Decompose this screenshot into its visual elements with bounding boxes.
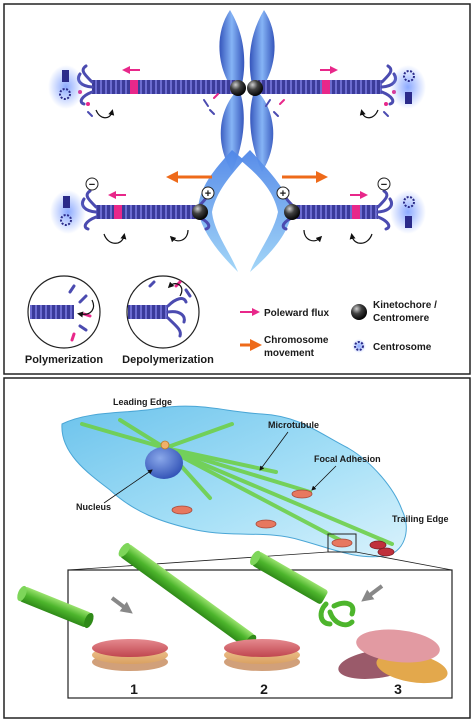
step1-microtubule [17,585,94,629]
label-focal-adhesion: Focal Adhesion [314,454,381,464]
legend-kinetochore-2: Centromere [373,313,430,324]
depolymerization-label: Depolymerization [122,354,214,366]
legend-chromosome-movement-1: Chromosome [264,335,329,346]
step2-focal-adhesion [224,639,300,671]
label-microtubule: Microtubule [268,420,319,430]
step2-number: 2 [260,681,268,697]
zoom-line-left [67,551,329,571]
step-3: 3 [250,550,448,697]
turnover-arrow-mid-right-2 [303,229,323,243]
flux-marker-right-2 [352,205,360,219]
polymerization-inset [27,275,101,349]
plus-symbol-left: + [205,188,211,200]
minus-symbol-right: − [381,179,387,191]
kinetochore-left-2 [192,204,208,220]
chromosome-left-arm [219,10,245,172]
legend-poleward-flux: Poleward flux [264,308,329,319]
centrosome-right-2 [390,190,426,234]
step3-frayed-end [318,600,356,628]
step1-direction-arrow [110,596,133,614]
separated-chromatid-right [240,150,292,272]
legend: Polymerization Depolymerization Poleward… [25,275,437,366]
step3-disassembling-adhesion [338,629,448,684]
label-trailing-edge: Trailing Edge [392,514,449,524]
pointer-focal-adhesion [311,465,337,491]
nucleus [145,447,183,479]
polymerization-label: Polymerization [25,354,104,366]
turnover-arrow-right-2 [349,233,373,244]
zoom-line-right [355,551,453,571]
legend-kinetochore-1: Kinetochore / [373,300,437,311]
plus-symbol-right: + [280,188,286,200]
kinetochore-left-1 [230,80,246,96]
metaphase-row [48,10,426,172]
cell-focal-adhesions [171,489,395,557]
kinetochore-right-2 [284,204,300,220]
centrosome-left-2 [50,190,86,234]
separated-chromatid-left [198,150,244,272]
anaphase-row: − − + + [50,150,426,272]
flux-marker-left-2 [114,205,122,219]
step1-focal-adhesion [92,639,168,671]
legend-centrosome: Centrosome [373,342,432,353]
microtubule-right-2 [294,205,378,219]
turnover-arrow-mid-left-2 [169,229,189,243]
legend-centrosome-icon [352,339,366,353]
step3-microtubule [250,550,328,604]
microtubule-left-1 [92,80,236,94]
kinetochore-right-1 [247,80,263,96]
pointer-nucleus [103,469,153,504]
cell-centrosome [160,440,170,450]
turnover-arrow-left-1 [95,109,115,119]
step-2: 2 [118,543,300,697]
chromosome-right-arm [249,10,275,172]
step1-number: 1 [130,681,138,697]
turnover-arrow-left-2 [103,233,127,244]
step-1: 1 [17,585,168,697]
step3-direction-arrow [361,584,384,602]
flux-marker-right-1 [322,80,330,94]
legend-chromosome-movement-2: movement [264,348,315,359]
polarity-symbols: − − + + [85,177,391,200]
label-leading-edge: Leading Edge [113,397,172,407]
zoom-box [327,533,357,553]
microtubule-left-2 [96,205,198,219]
label-nucleus: Nucleus [76,502,111,512]
minus-symbol-left: − [89,179,95,191]
microtubule-right-1 [258,80,382,94]
depolymerization-inset [126,275,200,349]
subunits-row1 [87,93,389,117]
step3-number: 3 [394,681,402,697]
mitosis-panel: − − + + [3,3,471,375]
centrosome-right-1 [390,65,426,109]
migration-panel: Leading Edge Microtubule Focal Adhesion … [3,377,471,719]
centrosome-left-1 [48,65,84,109]
legend-kinetochore-icon [351,304,367,320]
turnover-arrow-right-1 [359,109,379,119]
pointer-microtubule [259,431,289,471]
flux-marker-left-1 [130,80,138,94]
